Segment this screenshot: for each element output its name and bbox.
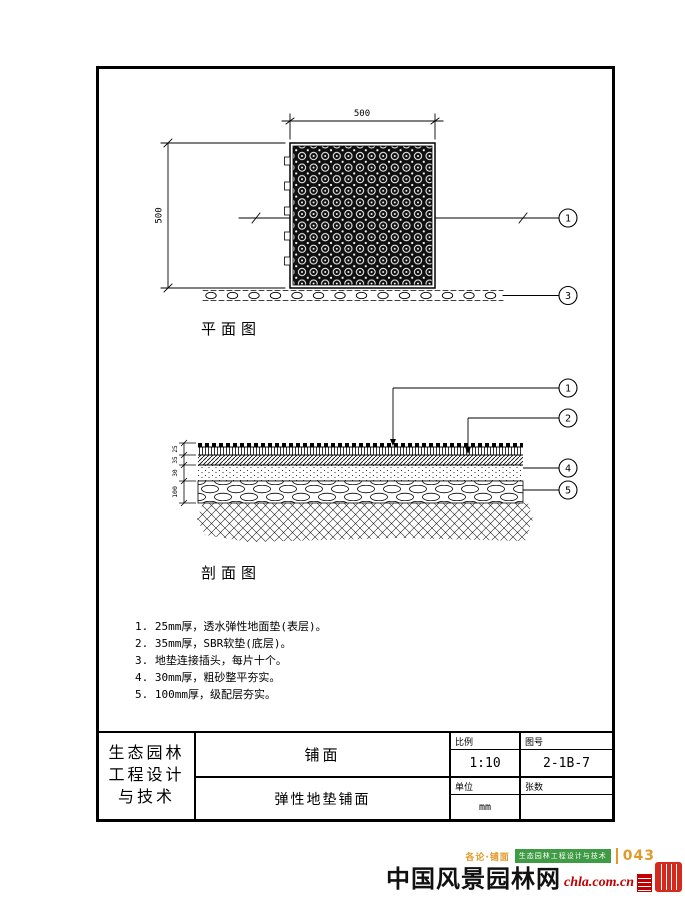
section-callout-5: 5 [558,480,578,500]
note-line-5: 5. 100mm厚，级配层夯实。 [135,688,276,701]
org-line-1: 生态园林 [108,745,185,762]
subgrade-soil [197,503,533,542]
section-callout-4-number: 4 [565,464,571,475]
unit-value: mm [478,801,492,813]
leader-arrow-2 [465,447,471,454]
section-dimensions [179,439,196,507]
layer-mat-studs [198,443,523,447]
section-callout-1-number: 1 [565,384,571,395]
section-view-label: 剖面图 [201,564,261,582]
title-block: 生态园林 工程设计 与技术 铺面 弹性地垫铺面 比例 1:10 图号 2-1B-… [99,731,612,819]
section-dim-layer4: 30 [172,469,179,477]
section-callout-2-number: 2 [565,414,571,425]
sheet-count-value [521,795,612,819]
layer-sand [198,465,523,481]
section-callout-1: 1 [558,378,578,398]
unit-cell: 单位 mm [451,778,521,819]
drawing-title-cell: 弹性地垫铺面 [196,778,451,819]
layer-aggregate [197,480,524,504]
category-cell: 铺面 [196,733,451,778]
plan-dimension-left [160,138,286,293]
connector-plug-row [202,290,504,301]
note-line-3: 3. 地垫连接插头，每片十个。 [135,654,287,667]
plan-callout-3: 3 [558,285,578,306]
technical-drawing: 500 500 [155,109,578,582]
footer-meta-row: 各论·铺面 生态园林工程设计与技术 043 [465,848,655,864]
org-line-3: 与技术 [117,789,175,806]
note-line-2: 2. 35mm厚，SBR软垫(底层)。 [135,637,292,650]
plan-callout-1-number: 1 [565,214,571,225]
layer-mat-body [198,447,523,455]
section-callout-4: 4 [558,458,578,478]
section-dim-layer5: 100 [171,486,179,498]
scale-label: 比例 [451,733,519,750]
plan-view: 500 500 [155,109,578,338]
tile-edge-tabs [284,156,291,266]
site-name: 中国风景园林网 [386,867,561,893]
layer-sbr [198,455,523,465]
section-leaders [392,387,559,491]
org-line-2: 工程设计 [108,767,185,784]
scale-value: 1:10 [469,755,501,771]
sheet-count-cell: 张数 [521,778,612,819]
organization-cell: 生态园林 工程设计 与技术 [99,733,196,819]
footer-series-tag: 生态园林工程设计与技术 [514,849,611,863]
plan-dim-left-label: 500 [155,207,165,223]
footer-category-tag: 各论·铺面 [465,852,510,863]
plan-view-label: 平面图 [201,320,261,338]
mini-seal-mark [637,874,652,892]
site-url: chla.com.cn [564,875,634,891]
footer-page-number: 043 [615,848,655,864]
drawing-sheet: 500 500 [96,66,615,822]
section-callout-5-number: 5 [565,486,571,497]
sheet-count-label: 张数 [521,778,612,795]
section-dim-layer2: 35 [172,456,179,464]
drawing-number-label: 图号 [521,733,612,750]
plan-cut-line [238,212,560,224]
plan-callout-1: 1 [558,208,578,228]
section-view: 25 35 30 100 1 [171,378,578,582]
note-line-4: 4. 30mm厚，粗砂整平夯实。 [135,671,281,684]
scale-cell: 比例 1:10 [451,733,521,778]
section-dim-layer1: 25 [172,445,179,453]
plan-dimension-top [281,113,444,140]
unit-label: 单位 [451,778,519,795]
drawing-number-cell: 图号 2-1B-7 [521,733,612,778]
note-line-1: 1. 25mm厚，透水弹性地面垫(表层)。 [135,620,327,633]
rubber-tile [284,142,436,289]
notes-list: 1. 25mm厚，透水弹性地面垫(表层)。 2. 35mm厚，SBR软垫(底层)… [135,618,455,703]
drawing-number-value: 2-1B-7 [543,755,590,771]
leader-arrow-1 [390,439,396,446]
seal-logo [655,862,682,892]
footer-brand-row: 中国风景园林网 chla.com.cn [386,862,682,892]
plan-dim-top-label: 500 [354,109,370,119]
plan-callout-3-number: 3 [565,291,571,302]
section-callout-2: 2 [558,408,578,428]
